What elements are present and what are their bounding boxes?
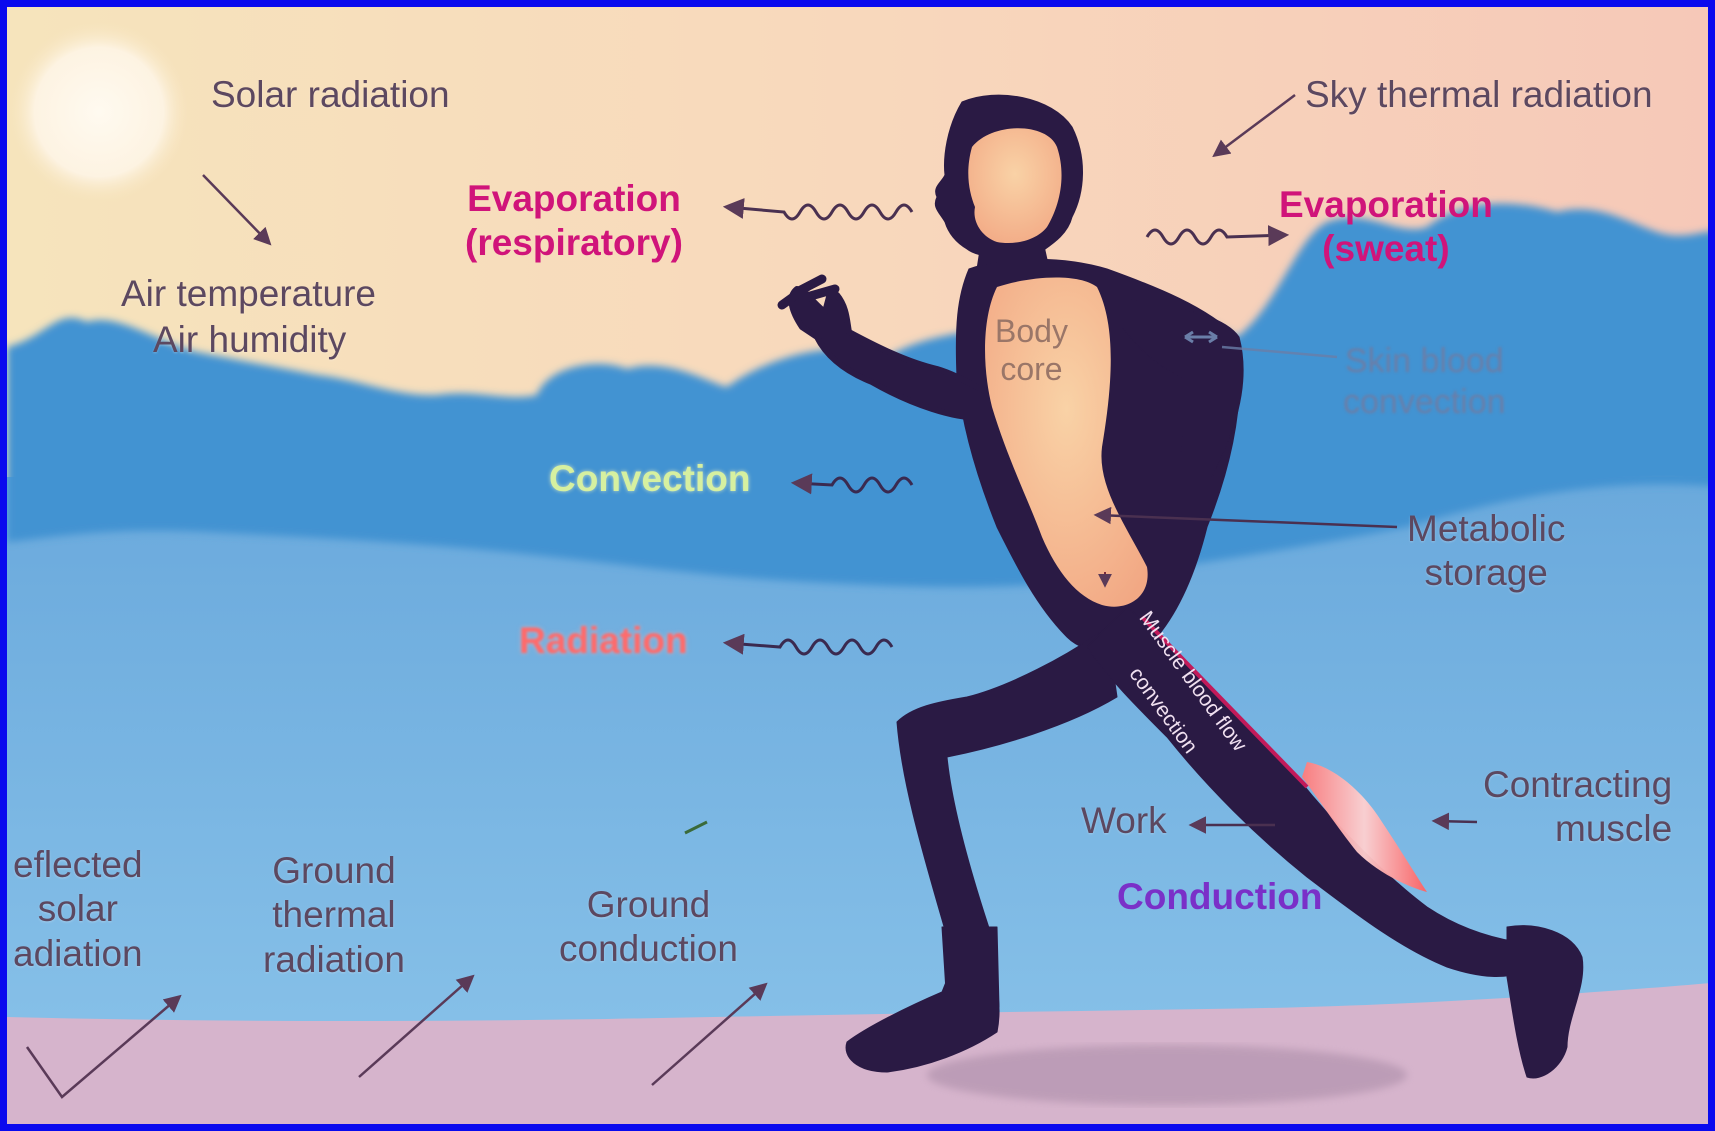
label-skin-blood-line2: convection [1343,382,1506,423]
label-body-core: Body core [995,312,1068,389]
label-reflected-line3: adiation [13,932,143,976]
label-ground-conduction-line1: Ground [559,883,738,927]
label-reflected-line2: solar [13,887,143,931]
arrow-contracting [1435,821,1477,822]
face-highlight [968,128,1061,243]
label-ground-thermal-radiation: Ground thermal radiation [263,849,405,982]
label-evaporation-sweat: Evaporation (sweat) [1279,183,1493,272]
label-work: Work [1081,799,1167,843]
label-body-core-line2: core [995,350,1068,388]
label-solar-radiation: Solar radiation [211,73,450,117]
label-ground-conduction: Ground conduction [559,883,738,972]
label-air-temperature: Air temperature [121,272,376,316]
label-radiation: Radiation [519,619,688,663]
label-skin-blood-line1: Skin blood [1343,341,1506,382]
label-skin-blood-convection: Skin blood convection [1343,341,1506,423]
label-contracting-muscle: Contracting muscle [1483,763,1672,852]
label-body-core-line1: Body [995,312,1068,350]
label-contracting-line2: muscle [1483,807,1672,851]
label-ground-conduction-line2: conduction [559,927,738,971]
sun-icon [7,20,191,204]
label-reflected-solar-radiation: eflected solar adiation [13,843,143,976]
label-evaporation-sweat-line1: Evaporation [1279,183,1493,227]
label-metabolic-line1: Metabolic [1407,507,1565,551]
label-evaporation-respiratory-line1: Evaporation [465,177,683,221]
label-ground-thermal-line2: thermal [263,893,405,937]
label-evaporation-respiratory: Evaporation (respiratory) [465,177,683,266]
runner-shadow [927,1045,1407,1105]
label-convection: Convection [549,457,750,501]
label-metabolic-storage: Metabolic storage [1407,507,1565,596]
label-evaporation-respiratory-line2: (respiratory) [465,221,683,265]
label-sky-thermal-radiation: Sky thermal radiation [1305,73,1653,117]
label-reflected-line1: eflected [13,843,143,887]
label-air-humidity: Air humidity [153,318,346,362]
label-ground-thermal-line1: Ground [263,849,405,893]
label-evaporation-sweat-line2: (sweat) [1279,227,1493,271]
label-contracting-line1: Contracting [1483,763,1672,807]
label-metabolic-line2: storage [1407,551,1565,595]
label-ground-thermal-line3: radiation [263,938,405,982]
label-conduction: Conduction [1117,875,1323,919]
